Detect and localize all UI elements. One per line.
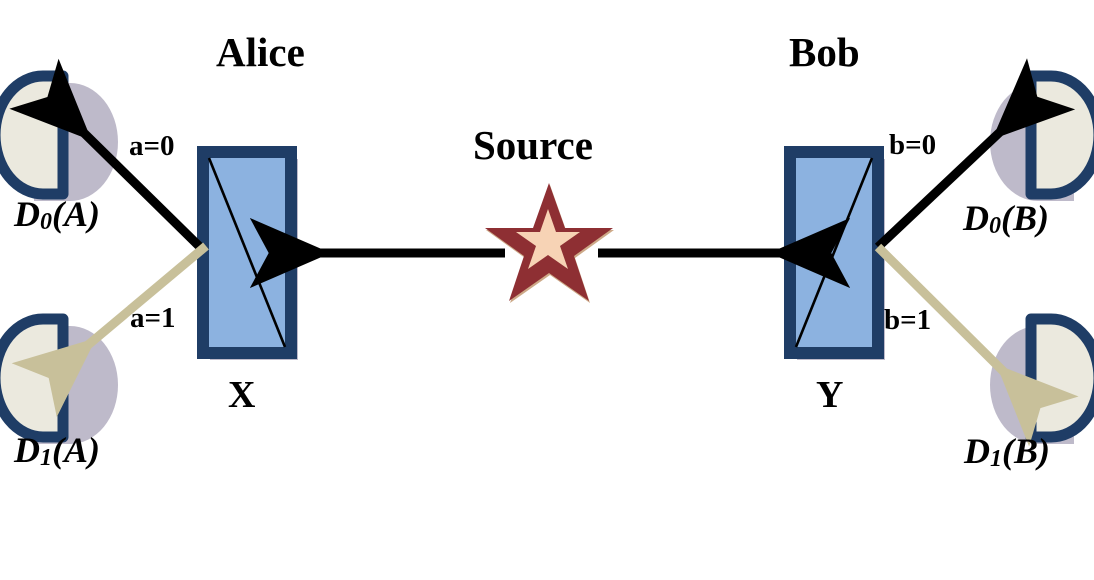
- source-title: Source: [473, 122, 593, 168]
- bit-label-a0: a=0: [129, 130, 175, 162]
- detector-label-d1-a-arg: (A): [52, 430, 100, 470]
- beam-alice-a1: [11, 242, 209, 418]
- beam-bob-b1: [874, 243, 1079, 447]
- detector-label-d1-b-d: D: [964, 431, 990, 471]
- beam-alice-a0: [9, 58, 207, 254]
- detector-d1-a[interactable]: [0, 313, 69, 443]
- beamsplitter-y[interactable]: [784, 146, 884, 359]
- party-title-bob: Bob: [789, 29, 860, 75]
- bit-label-b0: b=0: [889, 129, 937, 161]
- detector-d0-b[interactable]: [1025, 70, 1094, 200]
- star-icon: [485, 183, 614, 303]
- detector-label-d0-a: D0(A): [14, 196, 100, 234]
- beam-bob-b0: [874, 58, 1076, 251]
- detector-label-d1-a: D1(A): [14, 432, 100, 470]
- detector-label-d0-a-d: D: [14, 194, 40, 234]
- detector-label-d0-a-arg: (A): [52, 194, 100, 234]
- detector-label-d1-a-d: D: [14, 430, 40, 470]
- detector-label-d0-a-idx: 0: [40, 209, 52, 235]
- detector-label-d0-b-d: D: [963, 198, 989, 238]
- detector-label-d1-b-idx: 1: [990, 446, 1002, 472]
- party-title-alice: Alice: [216, 29, 305, 75]
- beamsplitter-label-y: Y: [816, 374, 844, 416]
- bit-label-a1: a=1: [130, 302, 176, 334]
- detector-d1-b[interactable]: [1025, 313, 1094, 443]
- detector-label-d0-b: D0(B): [963, 200, 1049, 238]
- detector-label-d1-b-arg: (B): [1002, 431, 1050, 471]
- beamsplitter-label-x: X: [228, 374, 256, 416]
- detector-label-d0-b-idx: 0: [989, 213, 1001, 239]
- detector-label-d1-a-idx: 1: [40, 445, 52, 471]
- detector-d0-a[interactable]: [0, 70, 69, 200]
- beamsplitter-x[interactable]: [197, 146, 297, 359]
- detector-label-d0-b-arg: (B): [1001, 198, 1049, 238]
- detector-label-d1-b: D1(B): [964, 433, 1050, 471]
- bit-label-b1: b=1: [884, 304, 932, 336]
